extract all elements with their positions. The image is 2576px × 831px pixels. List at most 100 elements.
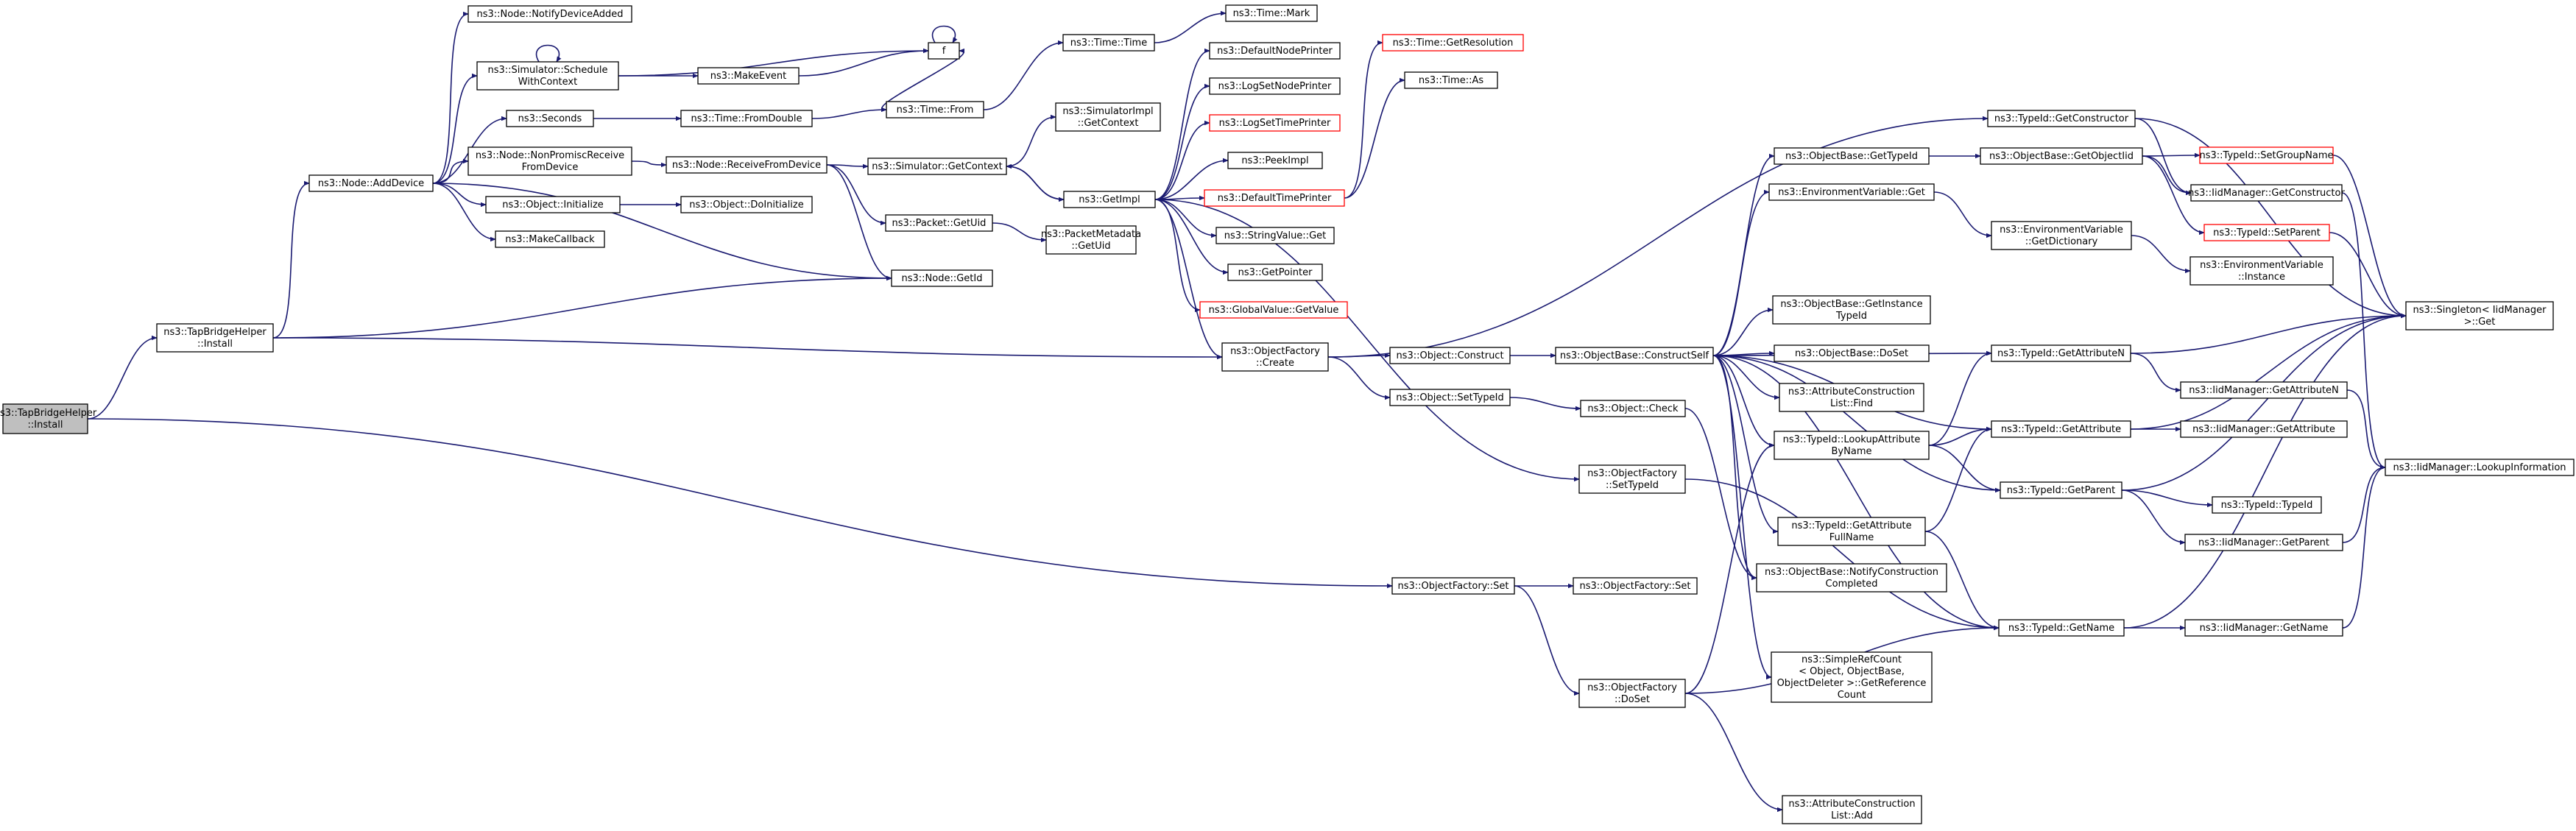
node-ns3-objectbase-getobjectiid[interactable]: ns3::ObjectBase::GetObjectIid bbox=[1980, 147, 2143, 165]
node-ns3-object-settypeid[interactable]: ns3::Object::SetTypeId bbox=[1389, 389, 1511, 406]
node-ns3-objectbase-constructself[interactable]: ns3::ObjectBase::ConstructSelf bbox=[1555, 347, 1714, 364]
node-ns3-iidmanager-lookupinformation[interactable]: ns3::IidManager::LookupInformation bbox=[2385, 459, 2575, 476]
node-ns3-packetmetadata-getuid[interactable]: ns3::PacketMetadata::GetUid bbox=[1041, 225, 1141, 255]
edge-adddevice-to-objinit bbox=[432, 183, 486, 205]
node-label: ns3::DefaultTimePrinter bbox=[1218, 193, 1332, 204]
node-ns3-packet-getuid[interactable]: ns3::Packet::GetUid bbox=[885, 214, 993, 232]
node-ns3-objectbase-gettypeid[interactable]: ns3::ObjectBase::GetTypeId bbox=[1774, 147, 1930, 165]
node-ns3-time-fromdouble[interactable]: ns3::Time::FromDouble bbox=[680, 110, 813, 127]
node-ns3-iidmanager-getattributen[interactable]: ns3::IidManager::GetAttributeN bbox=[2180, 381, 2348, 399]
node-ns3-typeid-setparent[interactable]: ns3::TypeId::SetParent bbox=[2203, 224, 2330, 241]
node-label: ns3::Object::Initialize bbox=[502, 199, 604, 211]
node-ns3-typeid-getattribute[interactable]: ns3::TypeId::GetAttribute bbox=[1991, 420, 2131, 438]
node-ns3-tapbridgehelper-install[interactable]: ns3::TapBridgeHelper::Install bbox=[156, 323, 274, 353]
node-ns3-makeevent[interactable]: ns3::MakeEvent bbox=[697, 67, 800, 85]
node-ns3-objectbase-doset[interactable]: ns3::ObjectBase::DoSet bbox=[1774, 344, 1930, 362]
node-ns3-getpointer[interactable]: ns3::GetPointer bbox=[1227, 264, 1323, 281]
node-ns3-time-getresolution[interactable]: ns3::Time::GetResolution bbox=[1382, 34, 1524, 52]
edge-getattrfull-to-tidgetattr bbox=[1924, 429, 1992, 532]
node-ns3-stringvalue-get[interactable]: ns3::StringValue::Get bbox=[1215, 227, 1335, 244]
node-ns3-objectfactory-set[interactable]: ns3::ObjectFactory::Set bbox=[1573, 577, 1698, 595]
node-ns3-defaulttimeprinter[interactable]: ns3::DefaultTimePrinter bbox=[1204, 189, 1345, 207]
node-ns3-typeid-getparent[interactable]: ns3::TypeId::GetParent bbox=[2000, 481, 2122, 499]
node-f[interactable]: f bbox=[928, 42, 960, 60]
node-label: ObjectDeleter >::GetReference bbox=[1777, 678, 1927, 689]
node-ns3-time-mark[interactable]: ns3::Time::Mark bbox=[1225, 4, 1318, 22]
node-ns3-iidmanager-getname[interactable]: ns3::IidManager::GetName bbox=[2184, 619, 2343, 637]
edge-line bbox=[1154, 13, 1226, 43]
edge-constructself-to-envget bbox=[1712, 192, 1770, 356]
node-ns3-time-as[interactable]: ns3::Time::As bbox=[1404, 71, 1498, 89]
node-ns3-object-doinitialize[interactable]: ns3::Object::DoInitialize bbox=[680, 196, 813, 213]
node-ns3-logsetnodeprinter[interactable]: ns3::LogSetNodePrinter bbox=[1209, 77, 1341, 95]
node-ns3-iidmanager-getparent[interactable]: ns3::IidManager::GetParent bbox=[2184, 534, 2343, 551]
node-ns3-simplerefcount-object-objectbase-objectdeleter-getreference-count[interactable]: ns3::SimpleRefCount< Object, ObjectBase,… bbox=[1771, 651, 1933, 703]
node-ns3-node-adddevice[interactable]: ns3::Node::AddDevice bbox=[308, 174, 434, 192]
node-ns3-object-check[interactable]: ns3::Object::Check bbox=[1580, 400, 1686, 417]
node-ns3-makecallback[interactable]: ns3::MakeCallback bbox=[495, 230, 605, 248]
node-box bbox=[1991, 344, 2131, 362]
node-box bbox=[1774, 344, 1930, 362]
edge-line bbox=[992, 222, 1046, 240]
node-ns3-singleton-iidmanager-get[interactable]: ns3::Singleton< IidManager>::Get bbox=[2405, 301, 2554, 330]
node-ns3-globalvalue-getvalue[interactable]: ns3::GlobalValue::GetValue bbox=[1199, 301, 1348, 319]
node-box bbox=[1045, 225, 1137, 255]
node-label: ns3::IidManager::GetAttribute bbox=[2192, 424, 2335, 435]
node-box bbox=[1774, 147, 1930, 165]
node-ns3-iidmanager-getattribute[interactable]: ns3::IidManager::GetAttribute bbox=[2180, 420, 2348, 438]
node-ns3-environmentvariable-get[interactable]: ns3::EnvironmentVariable::Get bbox=[1768, 183, 1935, 201]
node-label: ns3::IidManager::GetName bbox=[2200, 623, 2329, 634]
node-ns3-node-receivefromdevice[interactable]: ns3::Node::ReceiveFromDevice bbox=[666, 156, 828, 174]
node-ns3-iidmanager-getconstructor[interactable]: ns3::IidManager::GetConstructor bbox=[2188, 184, 2345, 202]
node-ns3-tapbridgehelper-install[interactable]: ns3::TapBridgeHelper::Install bbox=[0, 403, 97, 434]
node-ns3-defaultnodeprinter[interactable]: ns3::DefaultNodePrinter bbox=[1209, 42, 1341, 60]
node-ns3-objectfactory-settypeid[interactable]: ns3::ObjectFactory::SetTypeId bbox=[1578, 464, 1686, 494]
node-ns3-typeid-typeid[interactable]: ns3::TypeId::TypeId bbox=[2212, 496, 2322, 514]
node-ns3-typeid-getname[interactable]: ns3::TypeId::GetName bbox=[1998, 619, 2125, 637]
edge-line bbox=[1712, 355, 1779, 397]
node-label: ns3::Node::ReceiveFromDevice bbox=[672, 160, 821, 171]
node-ns3-object-initialize[interactable]: ns3::Object::Initialize bbox=[485, 196, 621, 213]
node-ns3-environmentvariable-getdictionary[interactable]: ns3::EnvironmentVariable::GetDictionary bbox=[1991, 221, 2132, 250]
node-label: ns3::TypeId::LookupAttribute bbox=[1783, 434, 1921, 445]
edge-line bbox=[1684, 408, 1757, 578]
node-label: ::GetContext bbox=[1078, 118, 1139, 129]
node-ns3-time-time[interactable]: ns3::Time::Time bbox=[1062, 34, 1155, 52]
node-ns3-time-from[interactable]: ns3::Time::From bbox=[886, 101, 984, 119]
node-label: ns3::SimulatorImpl bbox=[1062, 106, 1153, 117]
node-ns3-environmentvariable-instance[interactable]: ns3::EnvironmentVariable::Instance bbox=[2189, 256, 2334, 286]
node-ns3-simulator-getcontext[interactable]: ns3::Simulator::GetContext bbox=[867, 158, 1007, 175]
node-ns3-node-getid[interactable]: ns3::Node::GetId bbox=[891, 269, 993, 287]
node-ns3-objectfactory-create[interactable]: ns3::ObjectFactory::Create bbox=[1221, 342, 1329, 372]
node-ns3-object-construct[interactable]: ns3::Object::Construct bbox=[1389, 347, 1511, 364]
node-label: ns3::StringValue::Get bbox=[1224, 230, 1326, 241]
node-box bbox=[1573, 577, 1698, 595]
node-ns3-logsettimeprinter[interactable]: ns3::LogSetTimePrinter bbox=[1209, 114, 1341, 132]
node-box bbox=[1578, 679, 1686, 708]
edge-schedule-to-f bbox=[618, 51, 928, 77]
edge-lookupattr-to-tidgetattrn bbox=[1928, 353, 1992, 446]
node-label: ns3::ObjectFactory bbox=[1230, 346, 1320, 357]
node-ns3-objectfactory-set[interactable]: ns3::ObjectFactory::Set bbox=[1391, 577, 1515, 595]
node-ns3-objectfactory-doset[interactable]: ns3::ObjectFactory::DoSet bbox=[1578, 679, 1686, 708]
node-ns3-seconds[interactable]: ns3::Seconds bbox=[506, 110, 594, 127]
node-box bbox=[1404, 71, 1498, 89]
edge-line bbox=[1928, 445, 2000, 490]
node-ns3-typeid-getattributen[interactable]: ns3::TypeId::GetAttributeN bbox=[1991, 344, 2131, 362]
edge-line bbox=[1006, 117, 1056, 167]
node-ns3-peekimpl[interactable]: ns3::PeekImpl bbox=[1227, 152, 1323, 169]
edge-iidgetattrn-to-iidlookup bbox=[2346, 389, 2386, 467]
node-ns3-typeid-getconstructor[interactable]: ns3::TypeId::GetConstructor bbox=[1987, 110, 2136, 127]
node-ns3-node-notifydeviceadded[interactable]: ns3::Node::NotifyDeviceAdded bbox=[467, 5, 632, 23]
node-ns3-simulatorimpl-getcontext[interactable]: ns3::SimulatorImpl::GetContext bbox=[1055, 102, 1161, 132]
node-ns3-getimpl[interactable]: ns3::GetImpl bbox=[1063, 191, 1156, 208]
node-ns3-typeid-setgroupname[interactable]: ns3::TypeId::SetGroupName bbox=[2199, 146, 2334, 164]
node-ns3-objectbase-notifyconstruction-completed[interactable]: ns3::ObjectBase::NotifyConstructionCompl… bbox=[1756, 563, 1947, 593]
